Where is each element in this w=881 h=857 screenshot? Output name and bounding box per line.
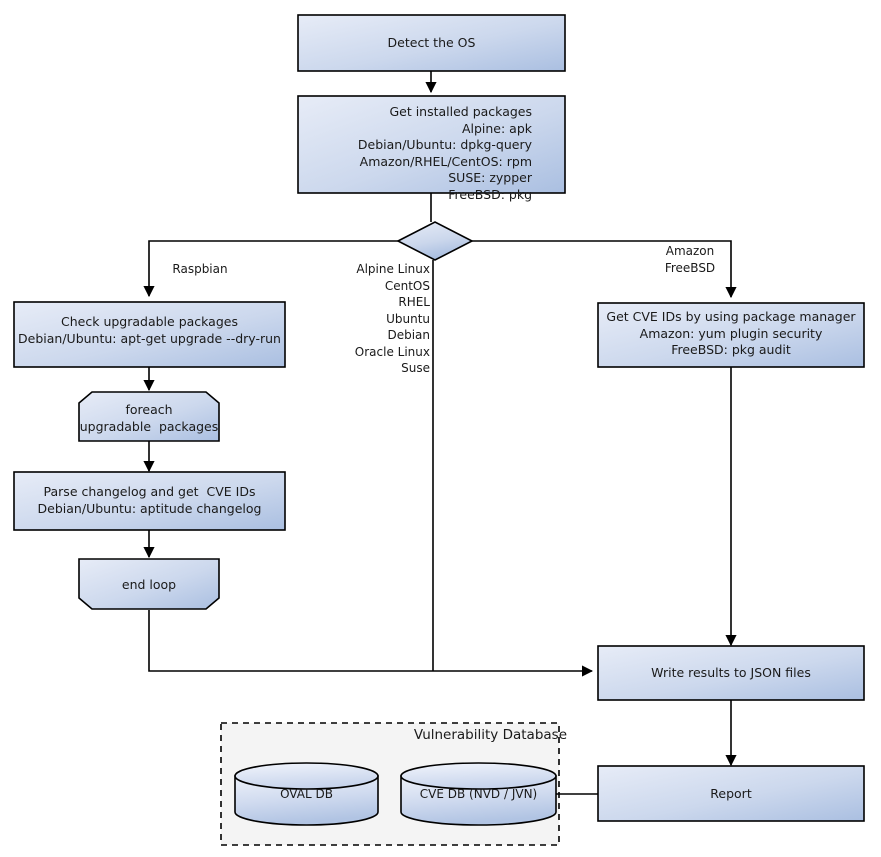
node-report	[597, 765, 865, 822]
node-oval-db	[234, 762, 379, 826]
node-os-decision	[396, 221, 474, 261]
node-get-installed-packages	[297, 95, 566, 194]
node-parse-changelog	[13, 471, 286, 531]
node-check-upgradable-packages	[13, 301, 286, 368]
edge-label-raspbian: Raspbian	[172, 262, 228, 276]
edge-label-middle-os-list: Alpine Linux CentOS RHEL Ubuntu Debian O…	[354, 262, 430, 375]
node-foreach-loop-start	[78, 391, 220, 442]
node-write-results	[597, 645, 865, 701]
node-detect-os	[297, 14, 566, 72]
node-end-loop	[78, 558, 220, 610]
edge-label-amazon-freebsd: Amazon FreeBSD	[664, 244, 716, 275]
node-get-cve-ids	[597, 302, 865, 368]
connectors	[143, 71, 737, 795]
node-cve-db	[400, 762, 557, 826]
